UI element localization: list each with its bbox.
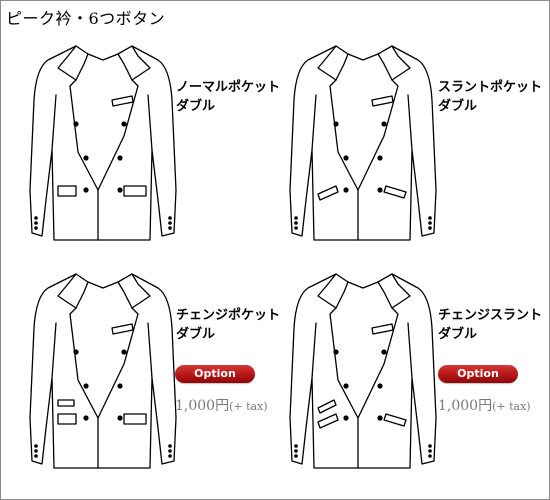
style-type: ダブル [176,99,216,114]
style-description-4: チェンジスラント ダブル [438,306,542,344]
style-description-3: チェンジポケット ダブル [176,306,280,344]
price-amount: 1,000円 [438,398,493,414]
option-badge: Option [175,365,255,383]
style-name: スラントポケット [438,80,543,95]
price-amount: 1,000円 [175,398,230,414]
price-tax: (+ tax) [229,400,268,413]
jacket-illustration-normal-pocket-icon [28,40,178,245]
price-tax: (+ tax) [492,400,531,413]
style-type: ダブル [438,99,478,114]
option-price: 1,000円(+ tax) [438,395,531,415]
style-name: ノーマルポケット [176,80,281,95]
style-name: チェンジポケット [176,308,281,323]
style-description-2: スラントポケット ダブル [438,78,542,116]
style-name: チェンジスラント [438,308,543,323]
style-type: ダブル [176,327,216,342]
style-description-1: ノーマルポケット ダブル [176,78,280,116]
jacket-illustration-slant-pocket-icon [288,40,438,245]
option-badge: Option [438,365,518,383]
jacket-illustration-change-slant-pocket-icon [288,268,438,473]
page-title: ピーク衿・6つボタン [6,9,166,28]
jacket-illustration-change-pocket-icon [28,268,178,473]
style-type: ダブル [438,327,478,342]
option-price: 1,000円(+ tax) [175,395,268,415]
